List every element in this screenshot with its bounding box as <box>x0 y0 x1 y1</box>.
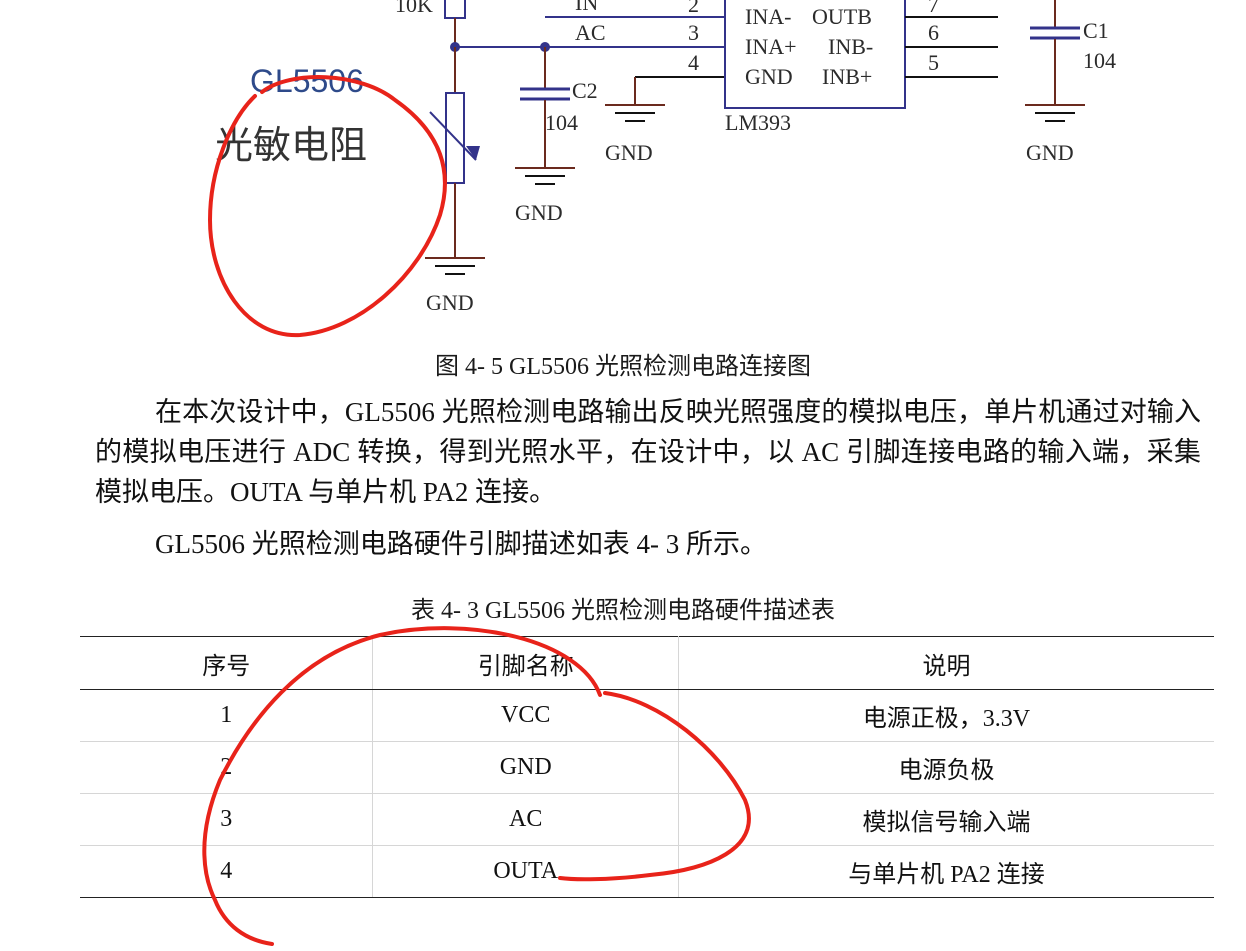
chip-pin-ina-plus: INA+ <box>745 34 797 59</box>
pin-number-4: 4 <box>688 50 699 75</box>
ground-symbol-sensor <box>425 257 485 275</box>
pin-number-6: 6 <box>928 20 939 45</box>
chip-pin-outb: OUTB <box>812 4 872 29</box>
ground-symbol-chip <box>605 104 665 122</box>
table-caption: 表 4- 3 GL5506 光照检测电路硬件描述表 <box>411 598 835 624</box>
pin-number-2: 2 <box>688 0 699 17</box>
table-row: 2 GND 电源负极 <box>80 741 1214 794</box>
resistor-10k <box>444 0 466 19</box>
chip-pin-gnd: GND <box>745 64 793 89</box>
table-row: 1 VCC 电源正极，3.3V <box>80 689 1214 742</box>
pin-description-table: 序号 引脚名称 说明 1 VCC 电源正极，3.3V 2 GND 电源负极 3 … <box>80 636 1214 898</box>
wire-ac-label: AC <box>575 20 606 45</box>
cell-pin-name: AC <box>372 793 679 846</box>
cell-description: 与单片机 PA2 连接 <box>678 845 1214 898</box>
table-row: 4 OUTA 与单片机 PA2 连接 <box>80 845 1214 898</box>
gnd-label-sensor: GND <box>426 290 474 315</box>
sensor-name-cn: 光敏电阻 <box>215 123 367 167</box>
gnd-label-c1: GND <box>1026 140 1074 165</box>
cell-description: 电源正极，3.3V <box>678 689 1214 742</box>
cell-description: 模拟信号输入端 <box>678 793 1214 846</box>
table-header-row: 序号 引脚名称 说明 <box>80 636 1214 690</box>
gnd-label-c2: GND <box>515 200 563 225</box>
cell-index: 2 <box>80 741 374 794</box>
body-paragraph-1: 在本次设计中，GL5506 光照检测电路输出反映光照强度的模拟电压，单片机通过对… <box>95 397 1201 507</box>
cell-index: 3 <box>80 793 374 846</box>
header-description: 说明 <box>678 636 1214 690</box>
chip-pin-ina-minus: INA- <box>745 4 791 29</box>
chip-name-label: LM393 <box>725 110 791 135</box>
cell-index: 4 <box>80 845 374 898</box>
cell-pin-name: OUTA <box>372 845 679 898</box>
sensor-part-label: GL5506 <box>250 63 364 99</box>
chip-lm393 <box>724 0 906 109</box>
body-paragraph-2: GL5506 光照检测电路硬件引脚描述如表 4- 3 所示。 <box>155 529 767 559</box>
circuit-schematic: 10K IN AC 2 3 4 INA- INA+ GND OUTB INB- … <box>215 0 1116 315</box>
chip-pin-inb-plus: INB+ <box>822 64 872 89</box>
ground-symbol-c2 <box>515 167 575 185</box>
figure-caption: 图 4- 5 GL5506 光照检测电路连接图 <box>435 354 811 380</box>
table-row: 3 AC 模拟信号输入端 <box>80 793 1214 846</box>
header-index: 序号 <box>80 636 374 690</box>
pin-number-5: 5 <box>928 50 939 75</box>
cell-pin-name: GND <box>372 741 679 794</box>
c1-value-label: 104 <box>1083 48 1116 73</box>
ground-symbol-c1 <box>1025 104 1085 122</box>
cell-description: 电源负极 <box>678 741 1214 794</box>
cell-pin-name: VCC <box>372 689 679 742</box>
c2-name-label: C2 <box>572 78 598 103</box>
pin-number-3: 3 <box>688 20 699 45</box>
resistor-value-label: 10K <box>395 0 433 17</box>
c2-value-label: 104 <box>545 110 578 135</box>
c1-name-label: C1 <box>1083 18 1109 43</box>
pin-number-7: 7 <box>928 0 939 17</box>
header-pin-name: 引脚名称 <box>372 636 679 690</box>
wire-in-label: IN <box>575 0 598 15</box>
chip-pin-inb-minus: INB- <box>828 34 873 59</box>
gnd-label-chip: GND <box>605 140 653 165</box>
cell-index: 1 <box>80 689 374 742</box>
